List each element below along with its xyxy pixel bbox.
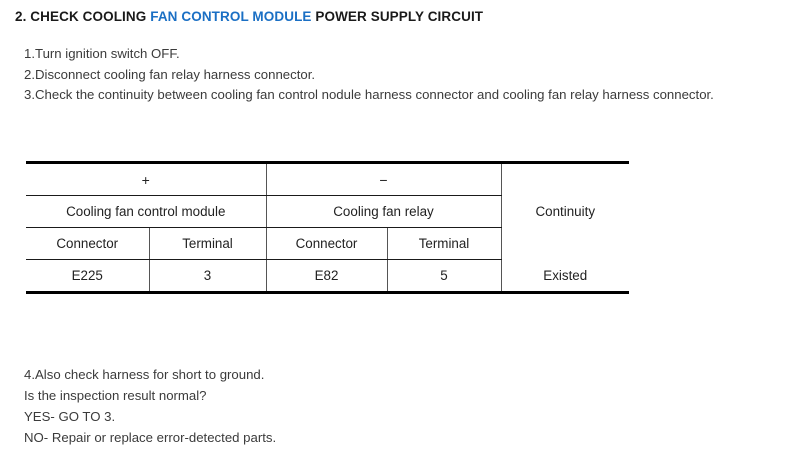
decision-line-2: Is the inspection result normal?	[24, 388, 207, 403]
page-title-highlight: FAN CONTROL MODULE	[150, 9, 312, 24]
cell-polarity-positive: +	[26, 161, 267, 196]
table-row-subheaders: Connector Terminal Connector Terminal	[26, 227, 629, 260]
decision-line-no: NO- Repair or replace error-detected par…	[24, 430, 277, 445]
cell-group-right: Cooling fan relay	[266, 195, 502, 228]
cell-subheader-left-connector: Connector	[26, 227, 150, 260]
continuity-table-wrapper: + − Continuity Cooling fan control modul…	[26, 161, 629, 294]
procedure-step-3: 3.Check the continuity between cooling f…	[24, 87, 714, 102]
table-row-groups: Cooling fan control module Cooling fan r…	[26, 195, 629, 228]
procedure-step-1: 1.Turn ignition switch OFF.	[24, 46, 180, 61]
cell-group-left: Cooling fan control module	[26, 195, 267, 228]
cell-subheader-right-terminal: Terminal	[387, 227, 502, 260]
page-title-prefix: 2. CHECK COOLING	[15, 9, 151, 24]
page-title: 2. CHECK COOLING FAN CONTROL MODULE POWE…	[15, 9, 483, 24]
cell-continuity-header: Continuity	[501, 161, 629, 260]
cell-value-right-connector: E82	[266, 259, 388, 294]
continuity-table: + − Continuity Cooling fan control modul…	[26, 161, 629, 294]
cell-polarity-negative: −	[266, 161, 502, 196]
cell-subheader-left-terminal: Terminal	[149, 227, 267, 260]
cell-value-left-connector: E225	[26, 259, 150, 294]
table-row-data: E225 3 E82 5 Existed	[26, 259, 629, 294]
page-title-suffix: POWER SUPPLY CIRCUIT	[311, 9, 484, 24]
decision-line-1: 4.Also check harness for short to ground…	[24, 367, 265, 382]
cell-subheader-right-connector: Connector	[266, 227, 388, 260]
procedure-steps: 1.Turn ignition switch OFF. 2.Disconnect…	[24, 44, 714, 106]
procedure-step-2: 2.Disconnect cooling fan relay harness c…	[24, 66, 316, 82]
cell-value-right-terminal: 5	[387, 259, 502, 294]
table-row-polarity: + − Continuity	[26, 161, 629, 260]
decision-line-yes: YES- GO TO 3.	[24, 409, 116, 424]
cell-value-continuity: Existed	[501, 259, 629, 294]
cell-value-left-terminal: 3	[149, 259, 267, 294]
decision-block: 4.Also check harness for short to ground…	[24, 364, 276, 448]
